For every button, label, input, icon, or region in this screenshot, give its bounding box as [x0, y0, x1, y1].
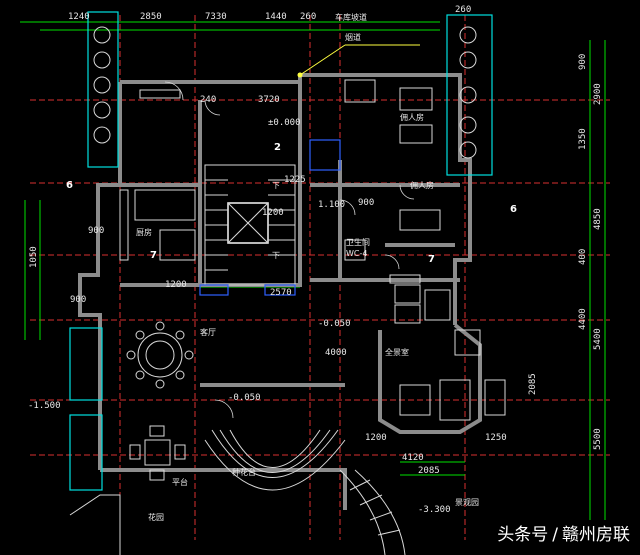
- watermark-right: 赣州房联: [562, 525, 630, 545]
- ramp-label: 车库坡道: [335, 12, 367, 22]
- right-dimension-labels: 900 2900 1350 4850 400 4400 5400 5500: [578, 54, 603, 450]
- front-steps: [204, 429, 346, 491]
- misc-dim-1: 240: [200, 95, 216, 105]
- top-dim-6: 260: [455, 5, 471, 15]
- level-4: -3.300: [418, 505, 451, 515]
- bottom-dim-4: 2085: [528, 373, 538, 395]
- misc-dim-8: 900: [358, 198, 374, 208]
- living-room-label: 客厅: [200, 327, 216, 337]
- left-garden: [69, 11, 119, 491]
- dining-number: 7: [150, 250, 157, 261]
- stair-core: [204, 164, 296, 286]
- watermark: 头条号/赣州房联: [497, 520, 630, 545]
- misc-dimension-labels: 240 3720 1200 4000 1200 1225 2570 900: [165, 95, 374, 358]
- right-garden: [446, 14, 493, 176]
- right-dim-2: 2900: [593, 83, 603, 105]
- kitchen-label: 厨房: [136, 227, 152, 237]
- level-markers: -0.050 -1.500 -0.050 -3.300 1.100: [28, 200, 451, 515]
- callouts: ±0.000 烟道 下 下: [268, 32, 361, 260]
- toilet-number: 7: [428, 254, 435, 265]
- pool-label: 景观园: [455, 498, 479, 507]
- top-dim-3: 7330: [205, 12, 227, 22]
- chimney-note: 烟道: [345, 32, 361, 42]
- misc-dim-5: 1200: [165, 280, 187, 290]
- bathroom-fixtures: [344, 79, 441, 284]
- grid-tag-left: 6: [66, 180, 73, 191]
- misc-dim-7: 2570: [270, 288, 292, 298]
- stair-tag-1: 下: [272, 181, 280, 190]
- right-dim-8: 5500: [593, 428, 603, 450]
- annotation-leaders: [297, 44, 420, 78]
- watermark-left: 头条号: [497, 525, 549, 545]
- misc-dim-4: 4000: [325, 348, 347, 358]
- left-dim-3: 900: [70, 295, 86, 305]
- terrace-label: 平台: [172, 477, 188, 487]
- walls: [78, 73, 482, 510]
- right-dim-7: 5400: [593, 328, 603, 350]
- right-dim-6: 4400: [578, 308, 588, 330]
- door-swings: [164, 81, 415, 419]
- blue-hatch: [199, 139, 341, 296]
- top-dimension-labels: 1240 2850 7330 1440 260 260: [68, 5, 471, 22]
- top-dim-2: 2850: [140, 12, 162, 22]
- floor-level-note: ±0.000: [268, 118, 301, 128]
- level-1: -0.050: [318, 319, 351, 329]
- planter-shrubs: [93, 26, 477, 159]
- servant-room-1-label: 佣人房: [400, 112, 424, 122]
- terrace-furniture: [129, 425, 186, 481]
- grid-tag-right: 6: [510, 204, 517, 215]
- watermark-separator: /: [552, 525, 558, 545]
- right-dim-5: 400: [578, 249, 588, 265]
- hall-label: 全景室: [385, 347, 409, 357]
- left-dim-1: 1050: [29, 246, 39, 268]
- top-dim-1: 1240: [68, 12, 90, 22]
- bottom-dim-5: 1250: [485, 433, 507, 443]
- bottom-dim-2: 2085: [418, 466, 440, 476]
- level-2: -1.500: [28, 401, 61, 411]
- level-5: 1.100: [318, 200, 345, 210]
- top-dim-4: 1440: [265, 12, 287, 22]
- garden-label: 花园: [148, 512, 164, 522]
- misc-dim-3: 1200: [262, 208, 284, 218]
- right-dim-1: 900: [578, 54, 588, 70]
- top-dim-5: 260: [300, 12, 316, 22]
- left-dim-2: 900: [88, 226, 104, 236]
- misc-dim-2: 3720: [258, 95, 280, 105]
- flower-pool-label: 种花台: [232, 467, 256, 477]
- bottom-dim-1: 4120: [402, 453, 424, 463]
- stair-number: 2: [274, 142, 281, 153]
- dining-table: [126, 321, 194, 389]
- right-dim-4: 4850: [593, 208, 603, 230]
- wc-label: WC-4: [346, 249, 367, 258]
- garden-stair: [69, 469, 406, 555]
- stair-tag-2: 下: [272, 251, 280, 260]
- dimension-lines: [20, 21, 606, 520]
- left-dimension-labels: 1050 900 900: [29, 226, 104, 305]
- bottom-dim-3: 1200: [365, 433, 387, 443]
- grid-tags: 6 6: [66, 180, 517, 215]
- servant-room-2-label: 佣人房: [410, 180, 434, 190]
- misc-dim-6: 1225: [284, 175, 306, 185]
- hall-sofa: [394, 284, 506, 421]
- kitchen-furniture: [119, 89, 196, 261]
- right-dim-3: 1350: [578, 128, 588, 150]
- level-3: -0.050: [228, 393, 261, 403]
- bottom-dimension-labels: 4120 2085 1200 2085 1250: [365, 373, 538, 476]
- room-labels: 2 卫生间 WC-4 佣人房 佣人房 厨房 客厅 全景室 平台 花园 种花台 景…: [136, 12, 479, 522]
- toilet-label: 卫生间: [346, 237, 370, 247]
